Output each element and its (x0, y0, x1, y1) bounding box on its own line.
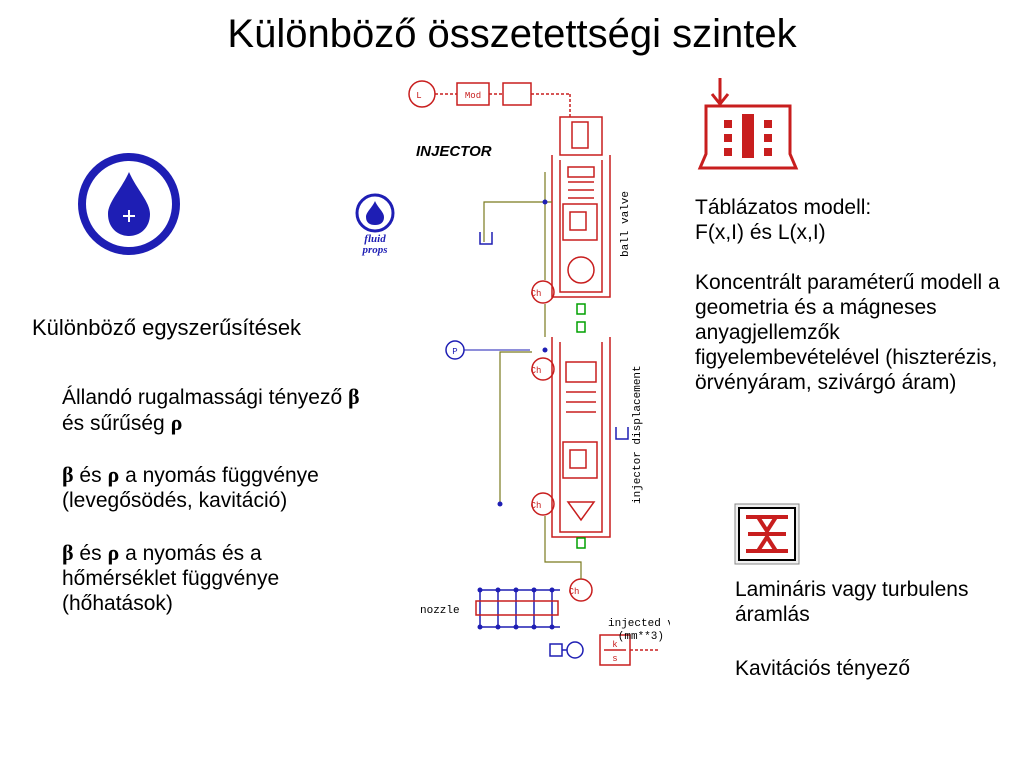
fluid-drop-icon (78, 153, 180, 255)
nozzle-label: nozzle (420, 605, 460, 617)
injected-volume-unit: (mm**3) (618, 631, 664, 643)
ball-valve-label: ball valve (620, 191, 632, 257)
tabular-model-text: Táblázatos modell: F(x,I) és L(x,I) (695, 196, 872, 244)
flow-type-text: Lamináris vagy turbulens áramlás (735, 578, 969, 626)
p-label: P (452, 347, 457, 357)
lumped-parameter-text: Koncentrált paraméterű modell a geometri… (695, 271, 1000, 394)
page-title: Különböző összetettségi szintek (227, 12, 797, 56)
simplification-item-2: β és ρ a nyomás függvénye (levegősödés, … (62, 462, 319, 512)
tabular-model-icon (697, 78, 799, 170)
svg-text:Ch: Ch (531, 501, 542, 511)
fluid-props-icon (355, 193, 395, 233)
svg-text:Ch: Ch (531, 366, 542, 376)
simplifications-heading: Különböző egyszerűsítések (32, 315, 302, 340)
simplification-item-3: β és ρ a nyomás és a hőmérséklet függvén… (62, 540, 280, 615)
svg-text:Ch: Ch (569, 587, 580, 597)
s-label: s (612, 654, 617, 664)
injector-displacement-label: injector displacement (632, 365, 644, 504)
orifice-icon (734, 503, 800, 565)
cavitation-text: Kavitációs tényező (735, 657, 911, 680)
injector-label: INJECTOR (416, 143, 492, 160)
injected-volume-label: injected volume (608, 618, 670, 630)
mod-label: Mod (465, 91, 481, 101)
svg-text:L: L (416, 91, 421, 101)
simplification-item-1: Állandó rugalmassági tényező β és sűrűsé… (62, 384, 360, 435)
ch-label: Ch (531, 289, 542, 299)
injector-diagram: L Mod Ch Ch Ch Ch k s P (408, 80, 670, 666)
k-label: k (612, 640, 617, 650)
